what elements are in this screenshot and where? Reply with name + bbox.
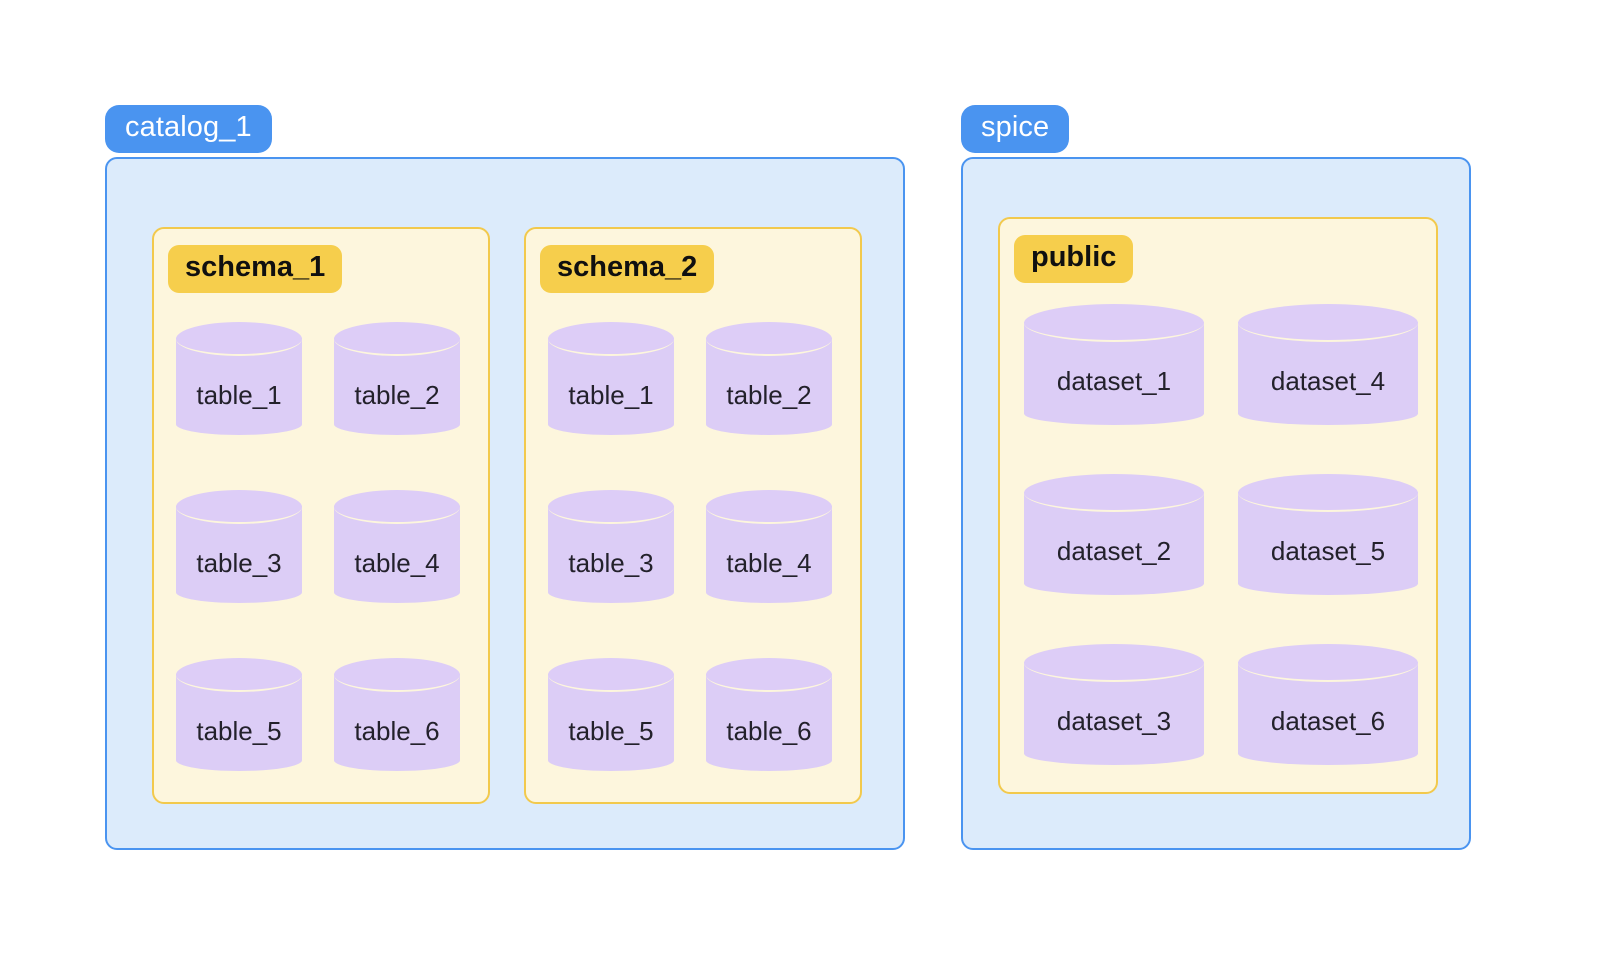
cylinder-label: dataset_3 bbox=[1056, 706, 1172, 736]
cylinder-table_4[interactable]: table_4 bbox=[706, 490, 832, 603]
group-box-spice-group: public dataset_1 dataset_4 dataset_2 bbox=[961, 157, 1471, 850]
cylinder-label: table_4 bbox=[354, 548, 440, 578]
cylinder-table_6[interactable]: table_6 bbox=[334, 658, 460, 771]
cylinder-top-ellipse bbox=[176, 658, 302, 692]
cylinder-top-ellipse bbox=[706, 490, 832, 524]
cylinder-table_3[interactable]: table_3 bbox=[548, 490, 674, 603]
cylinder-top-ellipse bbox=[1238, 304, 1418, 342]
group-box-catalog-group: schema_1 table_1 table_2 table_3 bbox=[105, 157, 905, 850]
cylinder-label: table_1 bbox=[196, 380, 282, 410]
cylinder-top-ellipse bbox=[548, 490, 674, 524]
cylinder-top-ellipse bbox=[176, 490, 302, 524]
schema-box-schema-2: schema_2 table_1 table_2 table_3 bbox=[524, 227, 862, 804]
cylinder-top-ellipse bbox=[1238, 644, 1418, 682]
schema-badge-schema-public[interactable]: public bbox=[1014, 235, 1134, 283]
cylinder-top-ellipse bbox=[548, 322, 674, 356]
cylinder-table_3[interactable]: table_3 bbox=[176, 490, 302, 603]
cylinder-table_4[interactable]: table_4 bbox=[334, 490, 460, 603]
cylinder-top-ellipse bbox=[1024, 644, 1204, 682]
cylinder-label: table_1 bbox=[568, 380, 654, 410]
cylinder-top-ellipse bbox=[1024, 474, 1204, 512]
cylinder-label: table_2 bbox=[354, 380, 440, 410]
cylinder-table_2[interactable]: table_2 bbox=[706, 322, 832, 435]
cylinder-label: table_3 bbox=[196, 548, 282, 578]
cylinder-label: table_6 bbox=[726, 716, 812, 746]
group-spice-group: spice public dataset_1 dataset_4 bbox=[961, 105, 1471, 850]
cylinder-table_5[interactable]: table_5 bbox=[176, 658, 302, 771]
cylinder-dataset_6[interactable]: dataset_6 bbox=[1238, 644, 1418, 765]
cylinder-top-ellipse bbox=[706, 322, 832, 356]
schema-badge-schema-2[interactable]: schema_2 bbox=[540, 245, 715, 293]
cylinder-label: table_6 bbox=[354, 716, 440, 746]
cylinder-table_6[interactable]: table_6 bbox=[706, 658, 832, 771]
cylinder-label: table_5 bbox=[196, 716, 282, 746]
cylinder-dataset_4[interactable]: dataset_4 bbox=[1238, 304, 1418, 425]
cylinder-dataset_3[interactable]: dataset_3 bbox=[1024, 644, 1204, 765]
cylinder-top-ellipse bbox=[334, 322, 460, 356]
group-badge-catalog-group[interactable]: catalog_1 bbox=[105, 105, 272, 153]
schema-box-schema-1: schema_1 table_1 table_2 table_3 bbox=[152, 227, 490, 804]
cylinder-top-ellipse bbox=[1238, 474, 1418, 512]
cylinder-label: dataset_2 bbox=[1056, 536, 1172, 566]
schema-badge-schema-1[interactable]: schema_1 bbox=[168, 245, 343, 293]
cylinder-top-ellipse bbox=[1024, 304, 1204, 342]
group-catalog-group: catalog_1 schema_1 table_1 table_2 bbox=[105, 105, 905, 850]
cylinder-label: table_4 bbox=[726, 548, 812, 578]
cylinder-table_1[interactable]: table_1 bbox=[176, 322, 302, 435]
group-badge-spice-group[interactable]: spice bbox=[961, 105, 1070, 153]
schema-box-schema-public: public dataset_1 dataset_4 dataset_2 bbox=[998, 217, 1438, 794]
cylinder-label: table_5 bbox=[568, 716, 654, 746]
cylinder-dataset_5[interactable]: dataset_5 bbox=[1238, 474, 1418, 595]
cylinder-label: dataset_5 bbox=[1270, 536, 1386, 566]
cylinder-dataset_2[interactable]: dataset_2 bbox=[1024, 474, 1204, 595]
cylinder-table_1[interactable]: table_1 bbox=[548, 322, 674, 435]
cylinder-top-ellipse bbox=[176, 322, 302, 356]
cylinder-label: table_2 bbox=[726, 380, 812, 410]
cylinder-label: dataset_1 bbox=[1056, 366, 1172, 396]
cylinder-label: table_3 bbox=[568, 548, 654, 578]
cylinder-top-ellipse bbox=[334, 490, 460, 524]
cylinder-table_5[interactable]: table_5 bbox=[548, 658, 674, 771]
cylinder-top-ellipse bbox=[548, 658, 674, 692]
cylinder-dataset_1[interactable]: dataset_1 bbox=[1024, 304, 1204, 425]
cylinder-table_2[interactable]: table_2 bbox=[334, 322, 460, 435]
cylinder-top-ellipse bbox=[334, 658, 460, 692]
cylinder-label: dataset_4 bbox=[1270, 366, 1386, 396]
cylinder-label: dataset_6 bbox=[1270, 706, 1386, 736]
cylinder-top-ellipse bbox=[706, 658, 832, 692]
